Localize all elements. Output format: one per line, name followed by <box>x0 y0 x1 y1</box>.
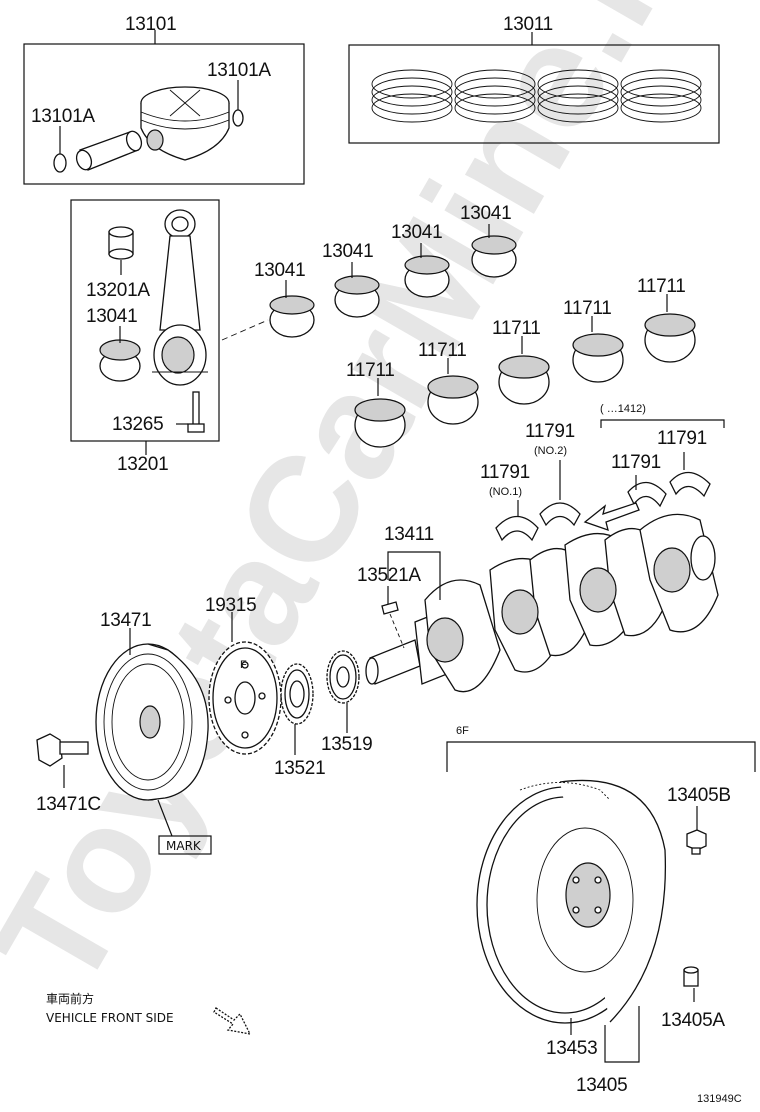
crankshaft-key[interactable] <box>381 601 399 615</box>
rod-bearing-2[interactable] <box>334 275 380 318</box>
crankshaft-position-sensor-plate[interactable] <box>280 663 314 725</box>
diagram-reference-number: 131949C <box>697 1093 742 1105</box>
label-13521: 13521 <box>274 758 325 779</box>
flywheel-bolt[interactable] <box>686 829 707 855</box>
thrust-washer-2[interactable] <box>539 502 581 527</box>
label-11791-d: 11791 <box>657 428 707 449</box>
connecting-rod-bolt[interactable] <box>187 391 205 433</box>
label-13101A-left: 13101A <box>31 106 95 127</box>
label-13265: 13265 <box>112 414 163 435</box>
main-bearing-2[interactable] <box>427 375 479 425</box>
crankshaft-pulley-bolt[interactable] <box>36 733 89 767</box>
label-13041-4: 13041 <box>460 203 511 224</box>
rod-bearing-1[interactable] <box>269 295 315 338</box>
label-1412: ( …1412) <box>600 403 646 415</box>
label-11791-no1: 11791 <box>480 462 530 483</box>
connecting-rod-bushing[interactable] <box>108 226 134 260</box>
label-13405B: 13405B <box>667 785 731 806</box>
label-no2: (NO.2) <box>534 445 567 457</box>
label-13041-rod: 13041 <box>86 306 137 327</box>
thrust-washer-1[interactable] <box>495 515 539 542</box>
main-bearing-4[interactable] <box>572 333 624 383</box>
label-6F: 6F <box>456 725 469 737</box>
ring-set-2[interactable] <box>454 69 536 123</box>
main-bearing-3[interactable] <box>498 355 550 405</box>
connecting-rod-bearing[interactable] <box>99 339 141 382</box>
label-13041-1: 13041 <box>254 260 305 281</box>
svg-text:F: F <box>240 659 247 671</box>
label-19315: 19315 <box>205 595 256 616</box>
label-13041-2: 13041 <box>322 241 373 262</box>
crankshaft-pulley[interactable] <box>95 643 209 801</box>
ring-set-3[interactable] <box>537 69 619 123</box>
label-13201: 13201 <box>117 454 168 475</box>
label-11711-4: 11711 <box>563 298 612 319</box>
label-mark: MARK <box>166 839 202 853</box>
piston-ring-set[interactable] <box>348 32 720 144</box>
vehicle-front-arrow-icon <box>213 1007 252 1035</box>
label-13471C: 13471C <box>36 794 101 815</box>
label-13041-3: 13041 <box>391 222 442 243</box>
ring-set-1[interactable] <box>371 69 453 123</box>
leader-dashed <box>221 319 269 341</box>
snap-ring-left[interactable] <box>53 153 67 173</box>
label-no1: (NO.1) <box>489 486 522 498</box>
rod-bearing-4[interactable] <box>471 235 517 278</box>
direction-arrow <box>583 502 640 532</box>
mark-box <box>158 835 212 855</box>
timing-rotor-plate[interactable]: F <box>208 641 282 755</box>
piston-group[interactable] <box>23 30 305 185</box>
label-11791-no2: 11791 <box>525 421 575 442</box>
flywheel[interactable] <box>476 779 667 1024</box>
label-13521A: 13521A <box>357 565 421 586</box>
vehicle-front-label-jp: 車両前方 <box>46 991 94 1006</box>
main-bearing-5[interactable] <box>644 313 696 363</box>
label-13519: 13519 <box>321 734 372 755</box>
label-13471: 13471 <box>100 610 151 631</box>
thrust-washer-3[interactable] <box>627 481 667 508</box>
label-11711-1: 11711 <box>346 360 395 381</box>
ring-set-4[interactable] <box>620 69 702 123</box>
label-13101: 13101 <box>125 14 176 35</box>
thrust-washer-4[interactable] <box>669 471 711 498</box>
label-11711-2: 11711 <box>418 340 467 361</box>
flywheel-dowel-pin[interactable] <box>683 966 699 987</box>
label-11791-c: 11791 <box>611 452 661 473</box>
label-13411: 13411 <box>384 524 434 545</box>
connecting-rod[interactable] <box>152 209 208 386</box>
connecting-rod-group[interactable] <box>70 199 220 455</box>
label-13405: 13405 <box>576 1075 627 1096</box>
label-13101A-right: 13101A <box>207 60 271 81</box>
label-13201A: 13201A <box>86 280 150 301</box>
label-13453: 13453 <box>546 1038 597 1059</box>
label-11711-3: 11711 <box>492 318 541 339</box>
label-13011: 13011 <box>503 14 553 35</box>
crankshaft[interactable] <box>365 513 719 693</box>
main-bearing-1[interactable] <box>354 398 406 448</box>
label-11711-5: 11711 <box>637 276 686 297</box>
piston-pin[interactable] <box>74 129 144 172</box>
rod-bearing-3[interactable] <box>404 255 450 298</box>
piston[interactable] <box>140 86 230 161</box>
vehicle-front-label-en: VEHICLE FRONT SIDE <box>46 1011 174 1025</box>
label-13405A: 13405A <box>661 1010 725 1031</box>
crankshaft-timing-sprocket[interactable] <box>326 650 360 704</box>
snap-ring-right[interactable] <box>232 109 244 127</box>
